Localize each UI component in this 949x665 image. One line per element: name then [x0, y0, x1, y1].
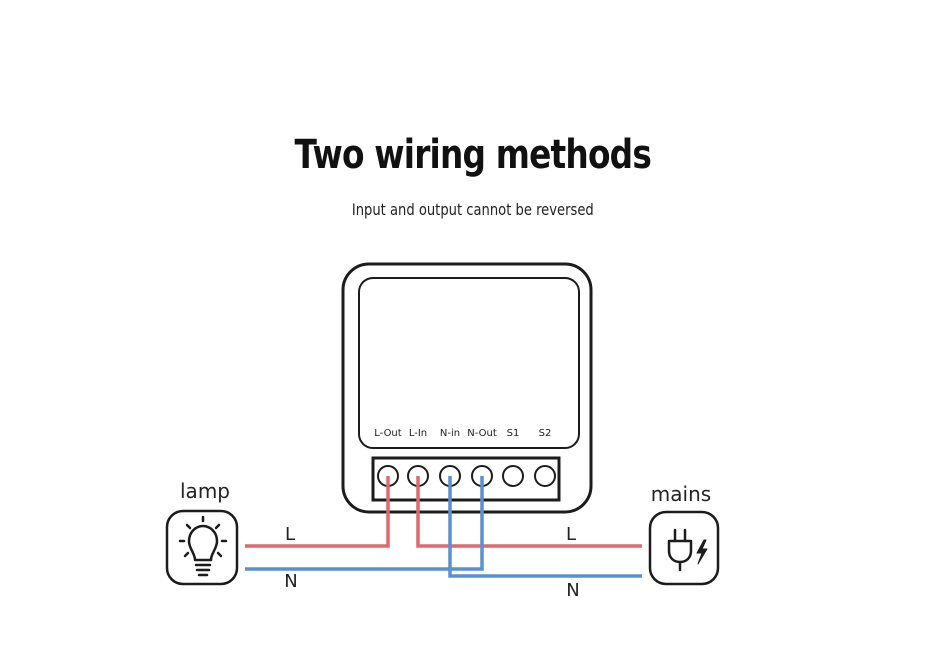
switch-module: [341, 262, 593, 514]
terminal-label-s1: S1: [507, 428, 520, 439]
terminal-label-n-out: N-Out: [467, 428, 497, 439]
terminal-label-s2: S2: [539, 428, 552, 439]
power-plug-icon: [648, 510, 720, 586]
terminal-label-l-out: L-Out: [374, 428, 401, 439]
live-wires: [245, 476, 642, 548]
lamp-label: lamp: [180, 479, 230, 503]
neutral-wires: [245, 476, 642, 578]
page-title: Two wiring methods: [294, 132, 652, 178]
terminal-label-n-in: N-in: [440, 428, 460, 439]
terminal-screw-s2: [534, 465, 556, 487]
wire-live-from-mains: [416, 476, 642, 548]
wire-label-left-live: L: [285, 524, 295, 545]
terminal-label-l-in: L-In: [409, 428, 427, 439]
wire-label-right-live: L: [566, 524, 576, 545]
terminal-block: [371, 456, 561, 502]
wire-live-to-lamp: [245, 476, 390, 548]
wire-label-left-neutral: N: [284, 571, 297, 592]
wire-neutral-from-mains: [448, 476, 642, 578]
page-subtitle: Input and output cannot be reversed: [351, 200, 594, 219]
module-face-panel: [358, 277, 580, 449]
wire-label-right-neutral: N: [566, 580, 579, 601]
mains-label: mains: [651, 482, 711, 506]
terminal-screw-s1: [502, 465, 524, 487]
lightbulb-icon: [165, 509, 239, 586]
wire-neutral-to-lamp: [245, 476, 484, 571]
